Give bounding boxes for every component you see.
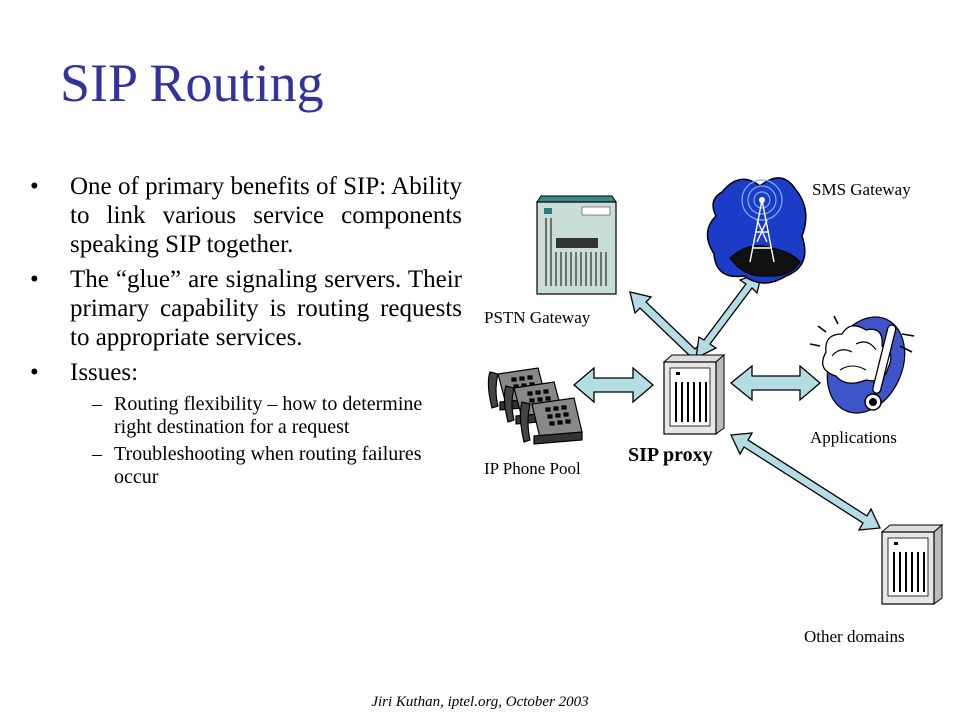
footer-credit: Jiri Kuthan, iptel.org, October 2003 bbox=[371, 694, 589, 710]
weather-thermometer-icon bbox=[809, 315, 915, 414]
arrow-proxy-other bbox=[730, 432, 881, 531]
ip-phone-pool-label: IP Phone Pool bbox=[484, 459, 581, 478]
bullet-text: One of primary benefits of SIP: Ability … bbox=[70, 173, 462, 258]
arrow-phones-proxy bbox=[572, 366, 655, 404]
bullet-symbol: • bbox=[30, 359, 39, 386]
bullet-item: • Issues: bbox=[30, 358, 462, 387]
arrow-pstn-proxy bbox=[629, 291, 706, 366]
pstn-gateway-icon bbox=[536, 195, 617, 295]
bullet-symbol: • bbox=[30, 173, 39, 200]
bullet-list: • One of primary benefits of SIP: Abilit… bbox=[30, 172, 462, 489]
slide-title: SIP Routing bbox=[60, 53, 324, 113]
sip-proxy-server-icon bbox=[662, 353, 726, 435]
dash-symbol: – bbox=[92, 443, 102, 465]
sip-proxy-label: SIP proxy bbox=[628, 444, 713, 466]
bullet-item: • One of primary benefits of SIP: Abilit… bbox=[30, 172, 462, 259]
bullet-text: Issues: bbox=[70, 359, 139, 386]
bullet-text: The “glue” are signaling servers. Their … bbox=[70, 266, 462, 351]
arrow-sms-proxy bbox=[695, 270, 763, 360]
bullet-item: • The “glue” are signaling servers. Thei… bbox=[30, 265, 462, 352]
dash-symbol: – bbox=[92, 393, 102, 415]
sub-bullet-text: Troubleshooting when routing failures oc… bbox=[114, 443, 422, 488]
sub-bullet-item: – Routing flexibility – how to determine… bbox=[30, 393, 462, 439]
applications-label: Applications bbox=[810, 428, 897, 447]
pstn-gateway-label: PSTN Gateway bbox=[484, 308, 591, 327]
antenna-tower-icon bbox=[706, 177, 807, 284]
ip-phone-pool-icon bbox=[487, 367, 583, 445]
other-domains-server-icon bbox=[880, 523, 944, 605]
phone-icon bbox=[519, 397, 583, 445]
sms-gateway-label: SMS Gateway bbox=[812, 180, 911, 199]
sub-bullet-item: – Troubleshooting when routing failures … bbox=[30, 443, 462, 489]
sub-bullet-text: Routing flexibility – how to determine r… bbox=[114, 393, 423, 438]
arrow-proxy-apps bbox=[729, 364, 822, 402]
other-domains-label: Other domains bbox=[804, 627, 905, 646]
bullet-symbol: • bbox=[30, 266, 39, 293]
